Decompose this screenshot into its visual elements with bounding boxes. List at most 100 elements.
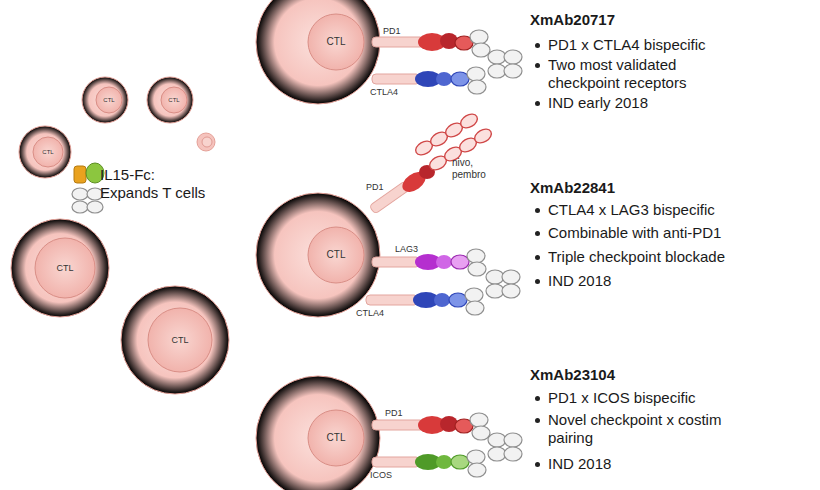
ctla4-receptor (372, 71, 452, 87)
receptor-stalk (366, 295, 418, 305)
bullet-text: PD1 x CTLA4 bispecific (548, 36, 743, 54)
receptor-stalk (372, 420, 424, 430)
antibody-domain (504, 64, 522, 78)
receptor-label: CTLA4 (356, 308, 384, 319)
antibody-domain (488, 64, 506, 78)
antibody-domain (458, 111, 480, 130)
bullet-dot (535, 255, 540, 260)
cell-nucleus (308, 14, 364, 70)
antibody-domain (472, 43, 490, 57)
receptor-label: PD1 (385, 408, 403, 419)
cell-membrane (256, 0, 380, 104)
drug-name: XmAb20717 (530, 11, 615, 29)
binding-domain (451, 72, 469, 86)
cell-label: CTL (33, 148, 63, 156)
cell-label: CTL (308, 36, 364, 48)
t-cell: CTL (255, 0, 381, 105)
small-cell (197, 133, 215, 151)
cell-nucleus (35, 238, 95, 298)
receptor-label: PD1 (366, 182, 384, 193)
antibody-domain (488, 50, 506, 64)
bispecific-antibody (451, 413, 522, 477)
receptor-head (434, 293, 450, 307)
antibody-domain (468, 262, 486, 276)
binding-domain (455, 419, 473, 433)
antibody-domain (467, 450, 485, 464)
bullet-dot (535, 396, 540, 401)
antibody-domain (428, 129, 450, 148)
antibody-domain (472, 426, 490, 440)
antibody-domain (465, 288, 483, 302)
receptor-label: ICOS (370, 470, 392, 481)
receptor-head (415, 454, 441, 470)
bispecific-antibody (449, 249, 520, 315)
receptor-head (419, 165, 435, 179)
antibody-domain (504, 433, 522, 447)
cell-nucleus (33, 137, 63, 167)
cell-outline (255, 0, 381, 105)
receptor-head (436, 72, 452, 86)
antibody-label: nivo, pembro (452, 157, 502, 181)
bullet-text: IND 2018 (548, 272, 743, 290)
antibody-domain (443, 120, 465, 139)
bullet-text: CTLA4 x LAG3 bispecific (548, 201, 743, 219)
il15-domain (74, 166, 86, 183)
antibody-domain (470, 30, 488, 44)
fc-domain (87, 201, 103, 213)
bullet-text: PD1 x ICOS bispecific (548, 389, 743, 407)
antibody-domain (427, 153, 449, 172)
antibody-domain (413, 138, 435, 157)
antibody-domain (457, 135, 479, 154)
receptor-label: LAG3 (395, 244, 418, 255)
cell-nucleus (96, 87, 122, 113)
bullet-dot (535, 231, 540, 236)
fc-domain (72, 188, 88, 200)
cell-membrane (121, 286, 229, 394)
t-cell: CTL (120, 285, 230, 395)
bullet-text: Triple checkpoint blockade (548, 248, 743, 266)
cell-membrane (256, 376, 380, 490)
bullet-text: IND 2018 (548, 455, 743, 473)
receptor-head (415, 71, 441, 87)
antibody-domain (488, 433, 506, 447)
t-cell: CTL (146, 76, 194, 124)
cell-membrane (256, 193, 380, 317)
ctla4-receptor (366, 292, 450, 308)
receptor-head (418, 33, 446, 51)
cell-nucleus (161, 87, 187, 113)
receptor-label: CTLA4 (370, 87, 398, 98)
cell-nucleus (202, 137, 212, 147)
antibody-domain (502, 284, 520, 298)
cell-membrane (82, 77, 128, 123)
bullet-text: Combinable with anti-PD1 (548, 224, 743, 242)
pd1-receptor (372, 416, 458, 434)
fc-domain (72, 201, 88, 213)
bullet-text: IND early 2018 (548, 94, 743, 112)
cell-membrane (19, 126, 71, 178)
bullet-text: Novel checkpoint x costim pairing (548, 411, 743, 447)
receptor-stalk (372, 37, 424, 47)
cell-label: CTL (96, 96, 122, 104)
binding-domain (451, 455, 469, 469)
bullet-dot (535, 63, 540, 68)
cell-label: CTL (308, 249, 364, 261)
cell-label: CTL (148, 335, 212, 346)
cell-membrane (147, 77, 193, 123)
bullet-dot (535, 43, 540, 48)
bullet-dot (535, 462, 540, 467)
receptor-head (413, 292, 439, 308)
cell-membrane (197, 133, 215, 151)
receptor-head (436, 455, 452, 469)
receptor-head (440, 33, 458, 49)
cell-outline (255, 375, 381, 490)
receptor-label: PD1 (383, 26, 401, 37)
receptor-stalk (372, 257, 420, 267)
receptor-head (415, 254, 441, 270)
bullet-dot (535, 101, 540, 106)
antibody-domain (486, 270, 504, 284)
t-cell: CTL (255, 375, 381, 490)
bullet-dot (535, 279, 540, 284)
t-cell: CTL (10, 218, 110, 318)
